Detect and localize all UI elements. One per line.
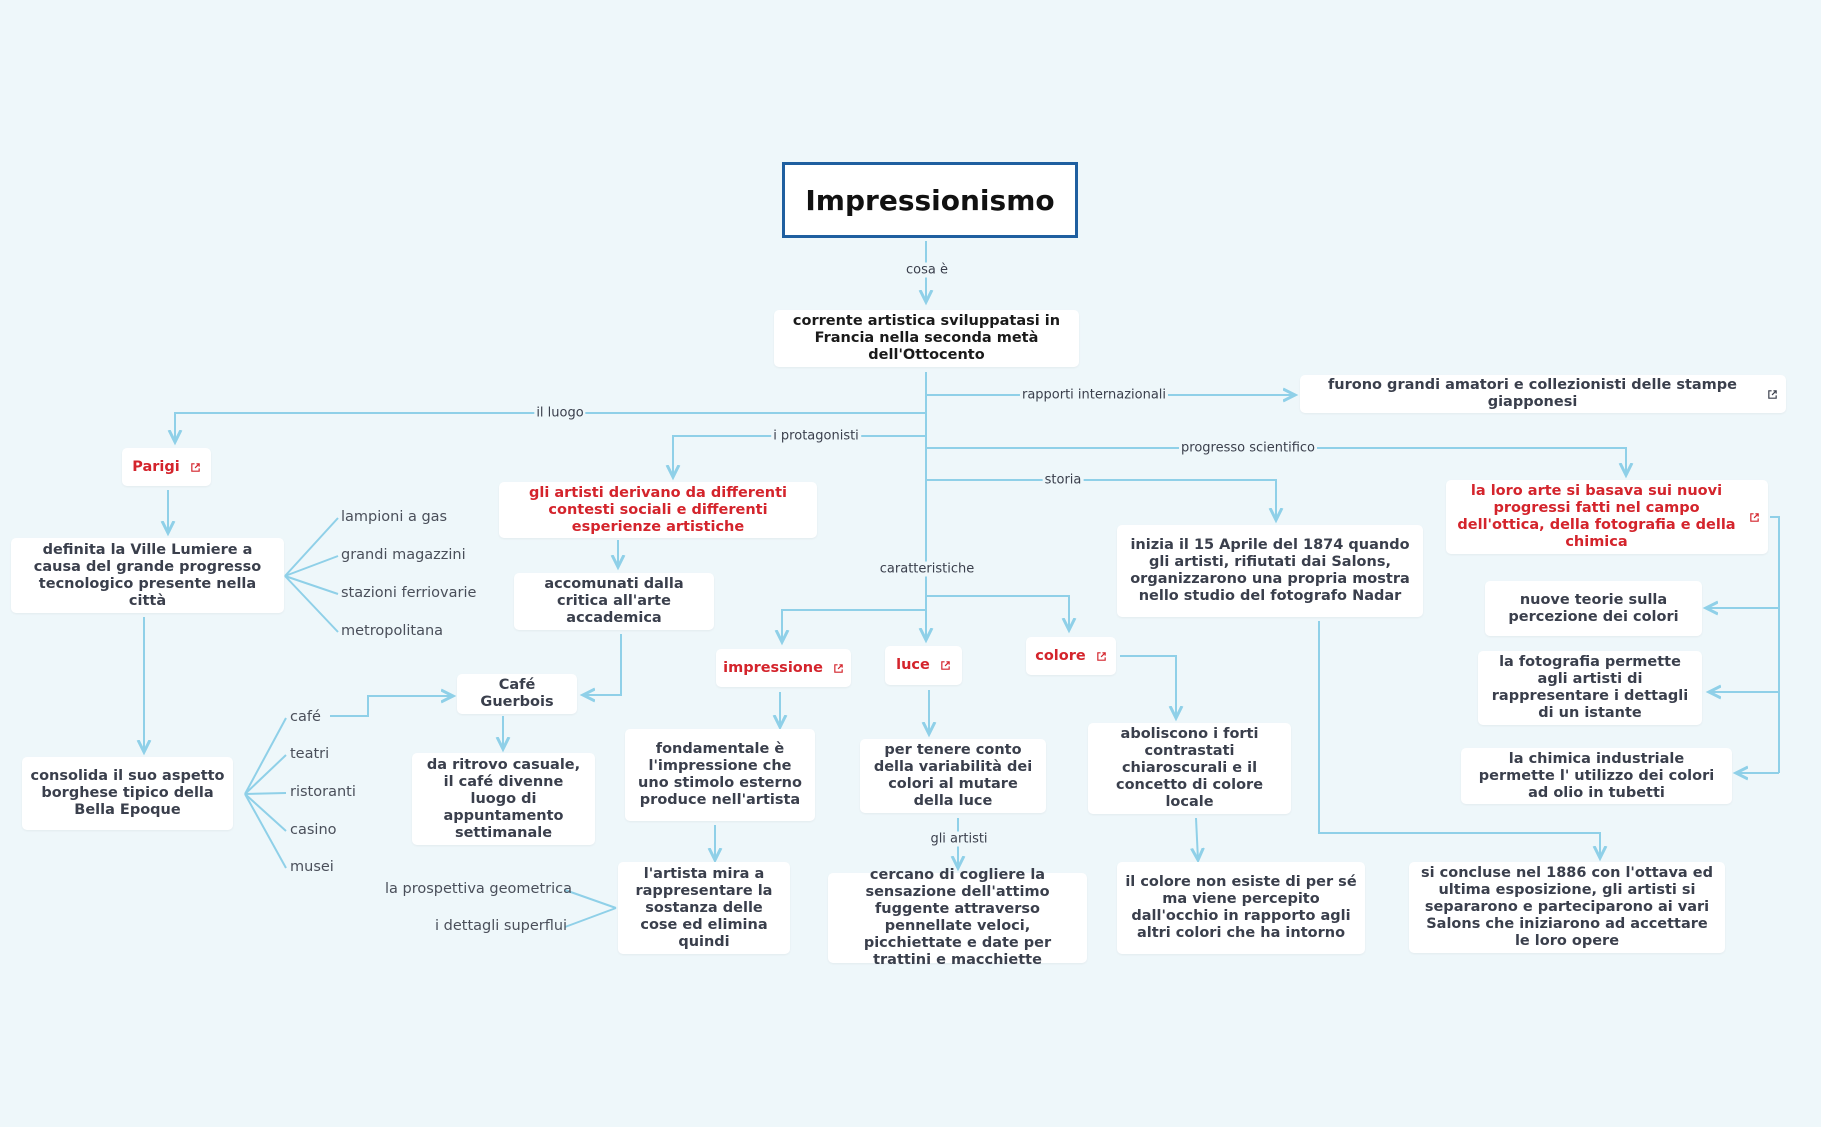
leaf-metropolitana[interactable]: metropolitana — [341, 623, 444, 639]
edge-fan-cafe — [244, 717, 287, 795]
node-aboliscono[interactable]: aboliscono i forti contrastati chiaroscu… — [1088, 723, 1291, 814]
node-borghese[interactable]: consolida il suo aspetto borghese tipico… — [22, 757, 233, 830]
edge-fan-prospettiva — [564, 889, 617, 909]
edge-inizia-concluse — [1318, 621, 1600, 858]
leaf-ristoranti[interactable]: ristoranti — [290, 784, 356, 800]
edge-label-storia: storia — [1042, 472, 1084, 488]
edge-label-protagonisti: i protagonisti — [771, 428, 861, 444]
node-accomunati-text: accomunati dalla critica all'arte accade… — [544, 576, 684, 626]
edge-label-il-luogo: il luogo — [534, 405, 586, 421]
node-luce-text: luce — [896, 657, 930, 673]
edge-fan-casino — [244, 793, 287, 832]
edge-progresso — [926, 447, 1626, 475]
external-link-icon[interactable] — [940, 660, 951, 671]
edge-label-rapporti: rapporti internazionali — [1019, 387, 1169, 403]
node-cafe-guerbois-text: Café Guerbois — [480, 677, 554, 710]
node-variabilita[interactable]: per tenere conto della variabilità dei c… — [860, 739, 1046, 813]
edge-fan-ristoranti — [244, 792, 287, 795]
node-chimica[interactable]: la chimica industriale permette l' utili… — [1461, 748, 1732, 804]
edge-label-gli-artisti: gli artisti — [928, 831, 990, 847]
node-colore-non-esiste-text: il colore non esiste di per sé ma viene … — [1125, 874, 1357, 941]
external-link-icon[interactable] — [833, 663, 844, 674]
edge-fan-stazioni — [284, 575, 339, 595]
leaf-teatri[interactable]: teatri — [290, 746, 330, 762]
node-sostanza-text: l'artista mira a rappresentare la sostan… — [635, 865, 773, 950]
edge-fan-musei — [244, 793, 287, 869]
node-inizia[interactable]: inizia il 15 Aprile del 1874 quando gli … — [1117, 525, 1423, 617]
edge-aboliscono-nonesiste — [1196, 817, 1198, 860]
leaf-cafe[interactable]: café — [290, 709, 321, 725]
node-borghese-text: consolida il suo aspetto borghese tipico… — [30, 768, 225, 818]
node-inizia-text: inizia il 15 Aprile del 1874 quando gli … — [1130, 537, 1410, 604]
edge-colore-aboliscono — [1120, 655, 1176, 718]
node-sostanza[interactable]: l'artista mira a rappresentare la sostan… — [618, 862, 790, 954]
edge-label-progresso: progresso scientifico — [1179, 440, 1317, 456]
edge-cafe-guerbois — [330, 696, 453, 717]
edge-progressi-bracket — [1770, 516, 1780, 773]
edge-colore — [926, 595, 1069, 630]
node-definition-text: corrente artistica sviluppatasi in Franc… — [792, 313, 1061, 363]
external-link-icon[interactable] — [1767, 389, 1778, 400]
node-aboliscono-text: aboliscono i forti contrastati chiaroscu… — [1115, 726, 1264, 810]
edge-fan-metropolitana — [284, 575, 339, 633]
edge-il-luogo — [175, 412, 926, 442]
leaf-prospettiva[interactable]: la prospettiva geometrica — [385, 881, 572, 897]
node-fondamentale-text: fondamentale è l'impressione che uno sti… — [638, 741, 802, 808]
leaf-casino[interactable]: casino — [290, 822, 337, 838]
node-impressione-text: impressione — [723, 659, 823, 676]
node-colore-non-esiste[interactable]: il colore non esiste di per sé ma viene … — [1117, 862, 1365, 954]
leaf-magazzini[interactable]: grandi magazzini — [341, 547, 466, 563]
node-colore-text: colore — [1035, 647, 1086, 664]
external-link-icon[interactable] — [1749, 512, 1760, 523]
node-chimica-text: la chimica industriale permette l' utili… — [1478, 750, 1715, 801]
node-fotografia[interactable]: la fotografia permette agli artisti di r… — [1478, 651, 1702, 725]
node-cogliere-text: cercano di cogliere la sensazione dell'a… — [863, 867, 1052, 968]
edge-label-cosa-e: cosa è — [904, 262, 950, 278]
node-ville-lumiere-text: definita la Ville Lumiere a causa del gr… — [33, 541, 262, 609]
edge-label-caratteristiche: caratteristiche — [877, 561, 977, 577]
node-variabilita-text: per tenere conto della variabilità dei c… — [873, 742, 1033, 809]
node-luce[interactable]: luce — [885, 646, 962, 685]
node-ritrovo-text: da ritrovo casuale, il café divenne luog… — [426, 756, 581, 841]
edge-accomunati-guerbois — [583, 634, 622, 695]
node-parigi-text: Parigi — [132, 458, 180, 475]
edge-storia — [926, 479, 1276, 520]
node-cafe-guerbois[interactable]: Café Guerbois — [457, 674, 577, 714]
node-impressione[interactable]: impressione — [716, 649, 851, 687]
node-parigi[interactable]: Parigi — [122, 448, 211, 486]
node-colore[interactable]: colore — [1026, 637, 1116, 675]
external-link-icon[interactable] — [190, 462, 201, 473]
node-artisti-contesti-text: gli artisti derivano da differenti conte… — [528, 484, 788, 535]
node-concluse-text: si concluse nel 1886 con l'ottava ed ult… — [1421, 865, 1713, 949]
edge-fan-dettagli — [564, 907, 617, 928]
node-accomunati[interactable]: accomunati dalla critica all'arte accade… — [514, 573, 714, 630]
external-link-icon[interactable] — [1096, 651, 1107, 662]
root-node[interactable]: Impressionismo — [782, 162, 1078, 238]
leaf-musei[interactable]: musei — [290, 859, 334, 875]
node-giapponesi-text: furono grandi amatori e collezionisti de… — [1327, 377, 1738, 410]
node-giapponesi[interactable]: furono grandi amatori e collezionisti de… — [1300, 375, 1786, 413]
node-progressi-text: la loro arte si basava sui nuovi progres… — [1457, 483, 1736, 550]
node-progressi[interactable]: la loro arte si basava sui nuovi progres… — [1446, 480, 1768, 554]
edge-fan-lampioni — [284, 517, 339, 577]
edge-fan-teatri — [244, 754, 287, 795]
node-teorie-text: nuove teorie sulla percezione dei colori — [1508, 591, 1679, 625]
node-artisti-contesti[interactable]: gli artisti derivano da differenti conte… — [499, 482, 817, 538]
edge-fan-magazzini — [284, 555, 339, 577]
node-definition[interactable]: corrente artistica sviluppatasi in Franc… — [774, 310, 1079, 367]
node-ritrovo[interactable]: da ritrovo casuale, il café divenne luog… — [412, 753, 595, 845]
node-cogliere[interactable]: cercano di cogliere la sensazione dell'a… — [828, 867, 1087, 968]
node-fotografia-text: la fotografia permette agli artisti di r… — [1491, 654, 1689, 721]
node-fondamentale[interactable]: fondamentale è l'impressione che uno sti… — [625, 729, 815, 821]
leaf-dettagli[interactable]: i dettagli superflui — [435, 918, 568, 934]
node-concluse[interactable]: si concluse nel 1886 con l'ottava ed ult… — [1409, 862, 1725, 953]
node-teorie[interactable]: nuove teorie sulla percezione dei colori — [1485, 581, 1702, 636]
node-ville-lumiere[interactable]: definita la Ville Lumiere a causa del gr… — [11, 538, 284, 613]
leaf-stazioni[interactable]: stazioni ferriovarie — [341, 585, 477, 601]
edge-impressione — [782, 609, 926, 642]
leaf-lampioni[interactable]: lampioni a gas — [341, 509, 448, 525]
